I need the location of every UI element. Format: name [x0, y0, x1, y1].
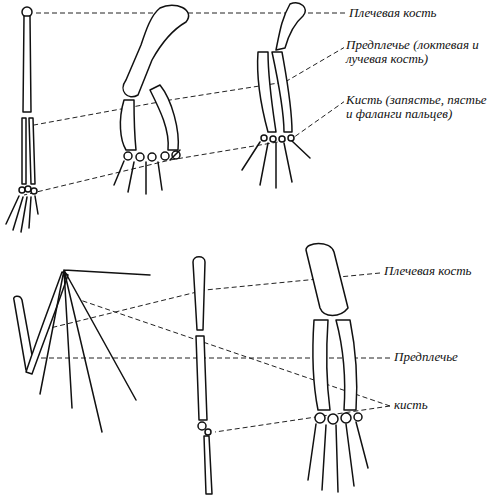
part-label: Плечевая кость — [382, 264, 473, 278]
bones — [6, 3, 368, 494]
part-label: Предплечье — [392, 350, 460, 364]
part-label: Кисть (запястье, пястье и фаланги пальце… — [344, 93, 498, 121]
part-label: Плечевая кость — [347, 6, 438, 20]
part-label: кисть — [392, 398, 430, 412]
leader-lines — [24, 13, 390, 432]
part-label: Предплечье (локтевая и лучевая кость) — [344, 38, 498, 66]
